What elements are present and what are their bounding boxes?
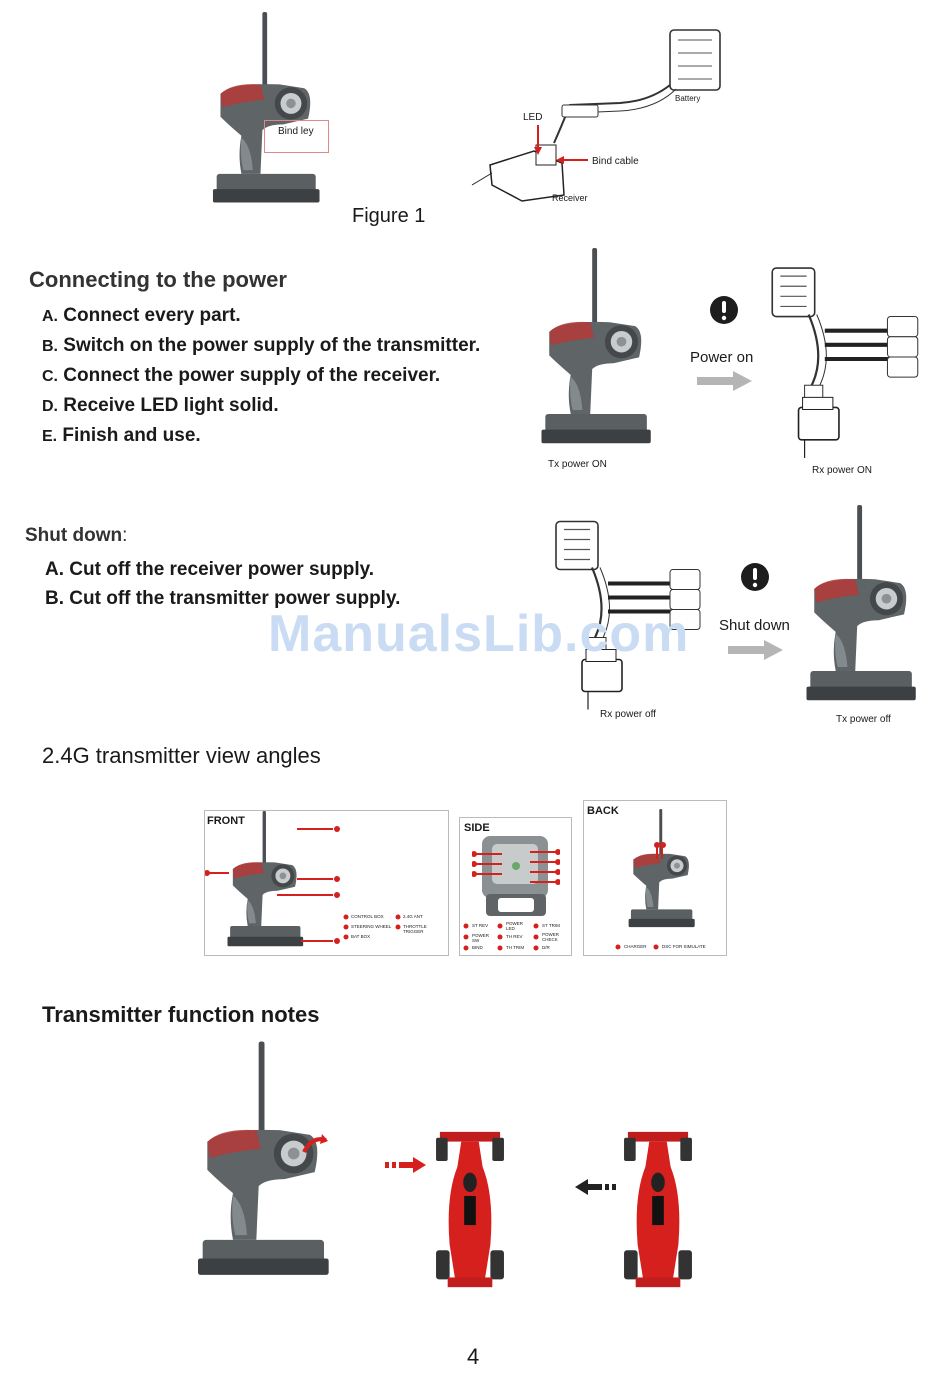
power-on-arrow-icon (697, 371, 752, 391)
watermark: ManualsLib.com (268, 605, 690, 663)
shutdown-heading: Shut down: (25, 525, 128, 546)
side-legend-bind: BIND (472, 945, 483, 950)
figure1-transmitter (205, 12, 335, 212)
bind-cable-label: Bind cable (592, 156, 639, 167)
rx-power-on-label: Rx power ON (812, 465, 873, 476)
power-step-b: B. Switch on the power supply of the tra… (42, 335, 481, 356)
front-legend-throttle: THROTTLE TRIGGER (403, 924, 427, 934)
front-legend-bat-box: BAT BOX (351, 934, 371, 939)
receiver-label: Receiver (552, 193, 588, 203)
back-legend-charger: CHARGER (624, 944, 647, 949)
page-number: 4 (467, 1344, 480, 1369)
back-view-panel: BACK CHARGER DSC FOR SIMULATE (583, 800, 727, 956)
side-legend-power-check: POWER CHECK (542, 932, 560, 942)
shutdown-step-a: A. Cut off the receiver power supply. (45, 559, 375, 580)
power-heading: Connecting to the power (29, 267, 287, 292)
front-callouts (205, 826, 401, 944)
side-legend-dr: D/R (542, 945, 550, 950)
notes-steering-arrow-icon (302, 1134, 328, 1153)
power-on-receiver (768, 266, 920, 458)
shutdown-steps: A. Cut off the receiver power supply. B.… (45, 555, 400, 613)
left-arrow-icon (575, 1179, 616, 1195)
side-legend-st-trim: ST TRIM (542, 923, 560, 928)
side-legend-power-led: POWER LED (506, 921, 524, 931)
side-legend-th-rev: TH REV (506, 934, 523, 939)
side-transmitter-top (472, 836, 560, 916)
power-step-d: D. Receive LED light solid. (42, 395, 279, 416)
car-turn-left (624, 1128, 692, 1293)
views-heading: 2.4G transmitter view angles (42, 743, 321, 768)
back-legend-dsc: DSC FOR SIMULATE (662, 944, 706, 949)
notes-heading: Transmitter function notes (42, 1002, 320, 1027)
led-label: LED (523, 112, 543, 123)
power-step-e: E. Finish and use. (42, 425, 201, 446)
power-on-transmitter (540, 248, 660, 453)
power-step-a: A. Connect every part. (42, 305, 241, 326)
side-legend-th-trim: TH TRIM (506, 945, 525, 950)
side-legend-dots (463, 923, 539, 951)
back-title: BACK (587, 805, 619, 817)
shut-down-label: Shut down (719, 617, 790, 634)
front-legend-ant: 2.4G ANT (403, 914, 423, 919)
side-legend-st-rev: ST REV (472, 923, 489, 928)
notes-transmitter (198, 1040, 338, 1288)
bind-key-box (264, 120, 329, 153)
battery-label: Battery (675, 94, 701, 103)
power-steps: A. Connect every part. B. Switch on the … (42, 301, 480, 451)
car-turn-right (436, 1128, 504, 1293)
shutdown-transmitter (806, 505, 924, 710)
side-view-panel: SIDE ST REV POWER LED ST TRIM POWER SW T… (459, 817, 572, 956)
tx-power-on-label: Tx power ON (548, 459, 607, 470)
power-step-c: C. Connect the power supply of the recei… (42, 365, 441, 386)
warning-icon-2 (740, 562, 770, 592)
side-legend-power-sw: POWER SW (472, 933, 490, 943)
shut-down-arrow-icon (728, 640, 783, 660)
shutdown-step-b: B. Cut off the transmitter power supply. (45, 588, 401, 609)
figure1-caption: Figure 1 (352, 205, 426, 227)
right-arrow-icon (385, 1157, 426, 1173)
rx-power-off-label: Rx power off (600, 709, 656, 720)
power-on-label: Power on (690, 349, 754, 366)
front-view-panel: FRONT CONTROL BOX 2.4G ANT STEERING WHEE… (204, 810, 449, 956)
bind-key-label: Bind ley (278, 126, 314, 137)
front-title: FRONT (207, 815, 245, 827)
front-legend-steering: STEERING WHEEL (351, 924, 392, 929)
front-legend-control-box: CONTROL BOX (351, 914, 384, 919)
back-callouts (615, 842, 666, 950)
warning-icon (709, 295, 739, 325)
tx-power-off-label: Tx power off (836, 714, 891, 725)
figure1-receiver-diagram (471, 29, 721, 202)
side-title: SIDE (464, 822, 490, 834)
